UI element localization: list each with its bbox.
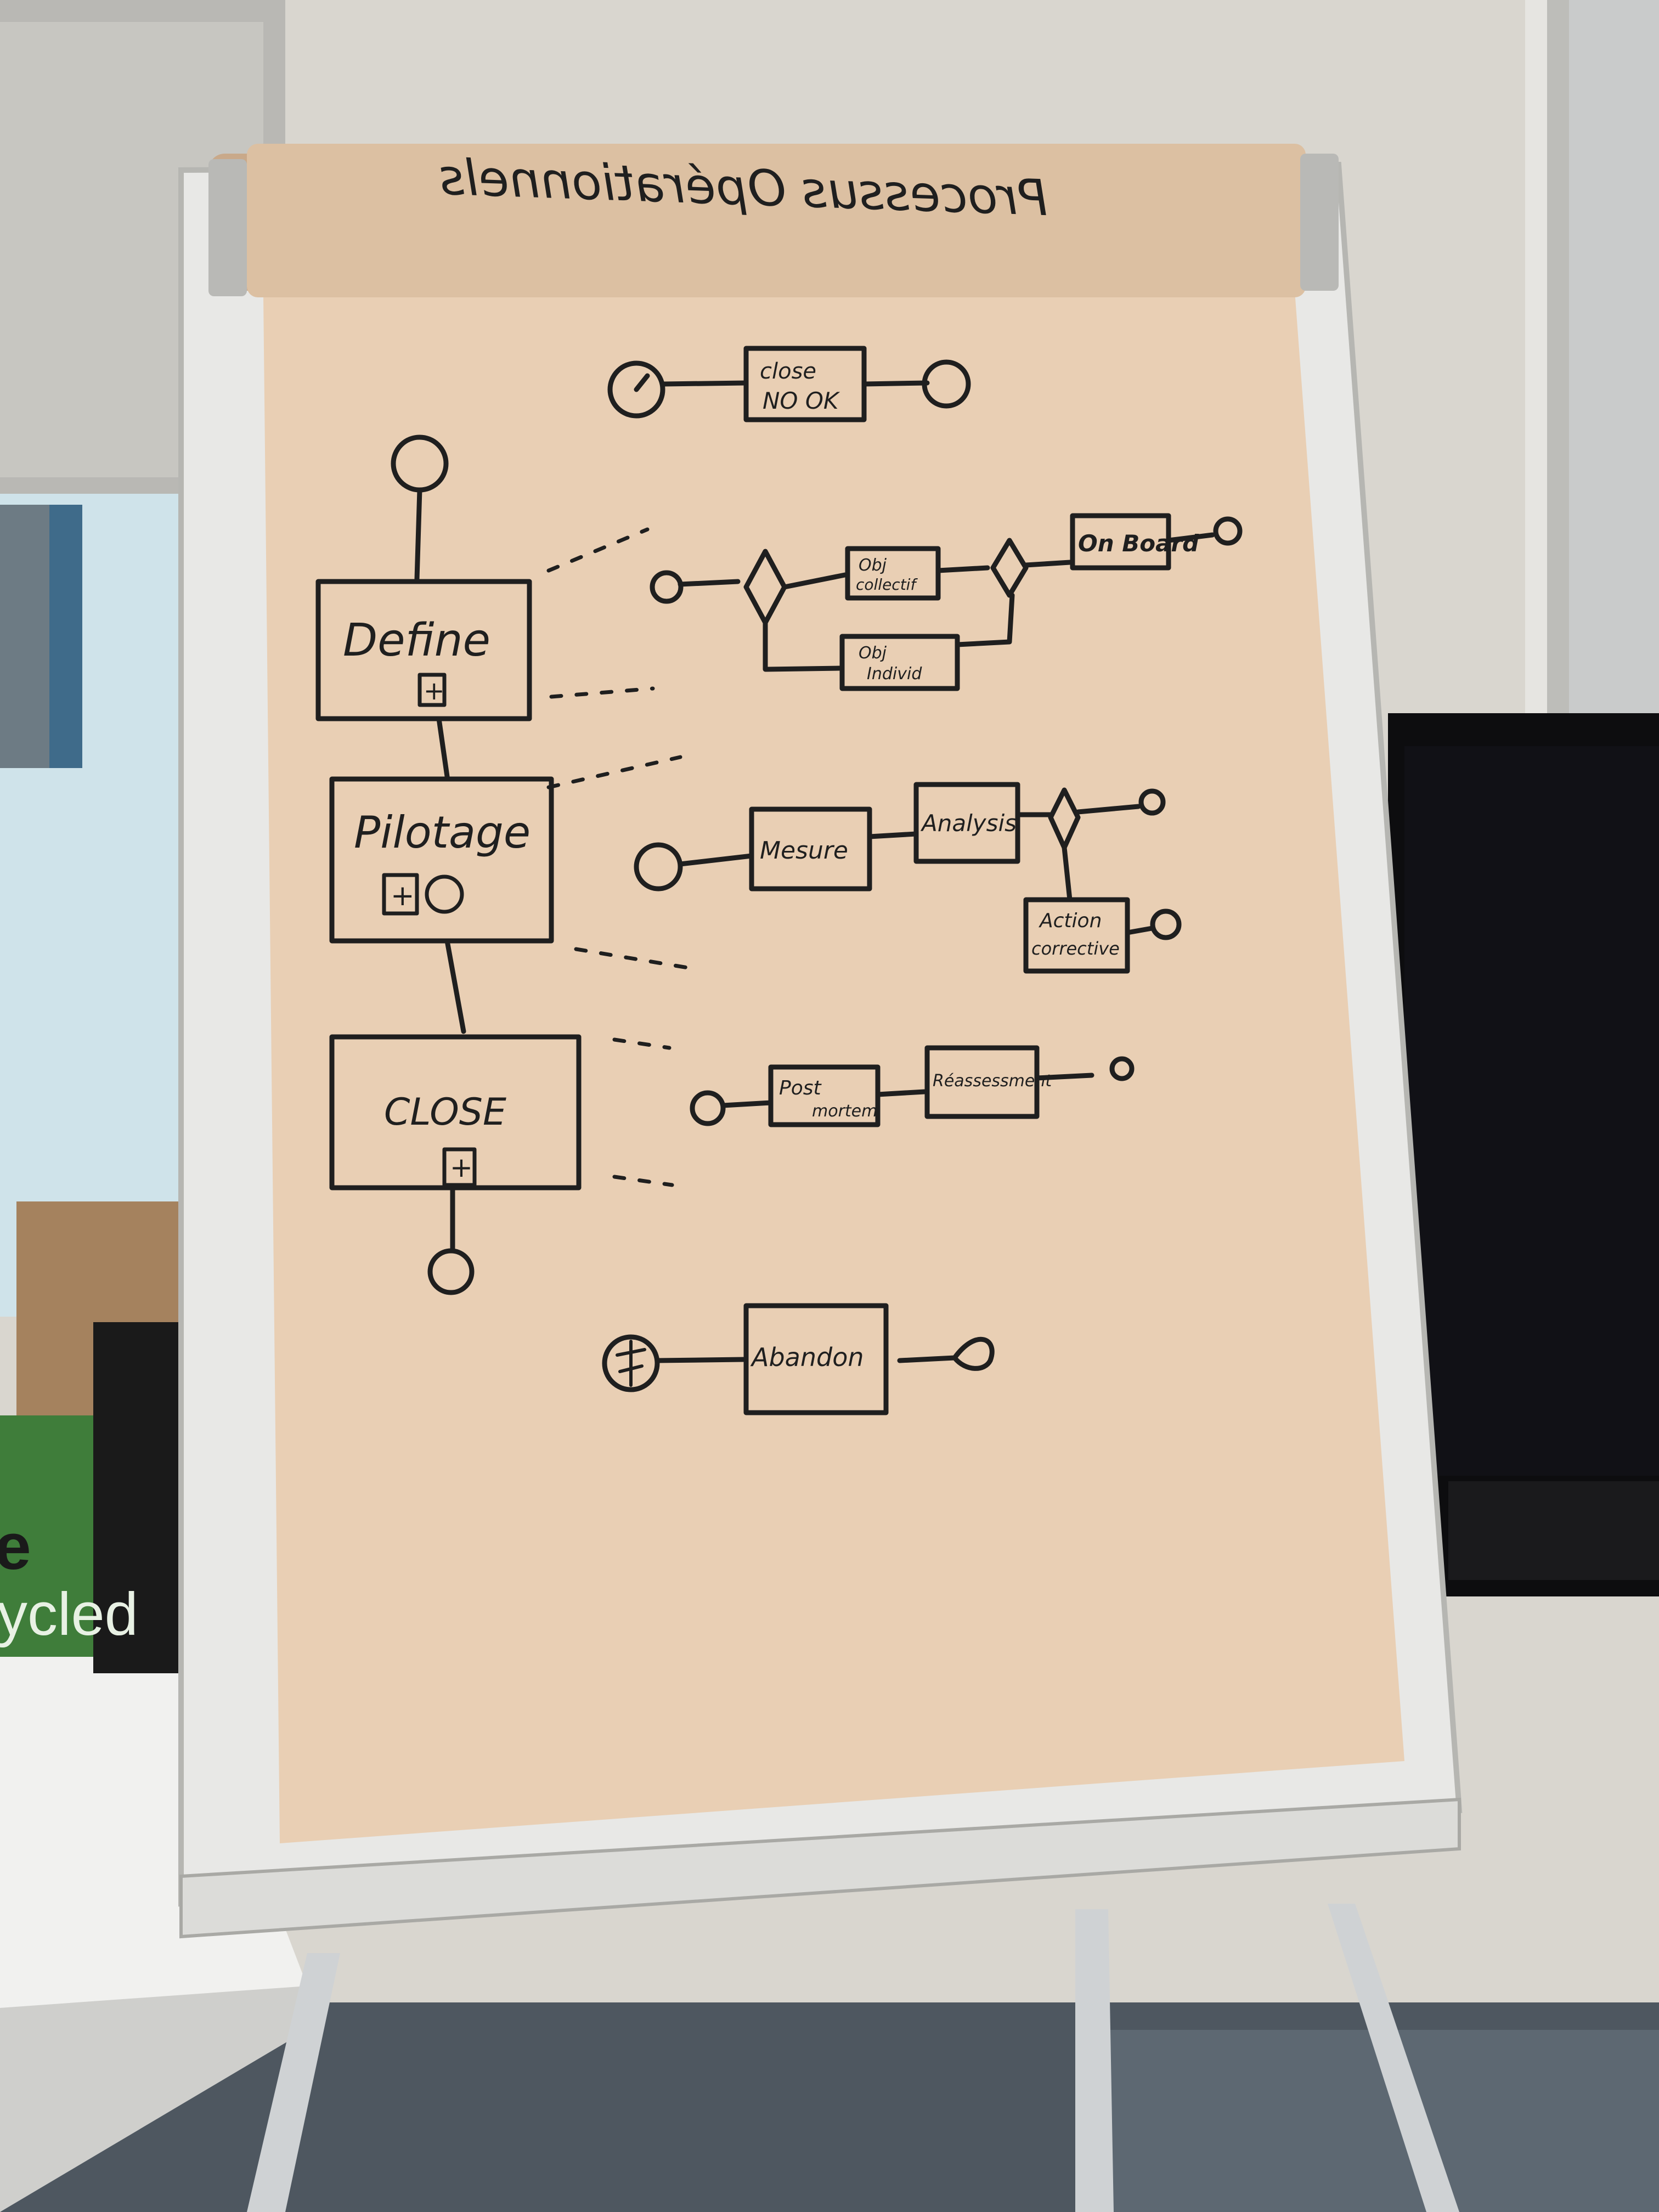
pilotage-subprocess-marker xyxy=(382,873,419,916)
node-obj-collective xyxy=(845,546,941,601)
right-window xyxy=(1525,0,1659,724)
diagram-top-flow xyxy=(607,346,971,422)
label-mesure: Mesure xyxy=(760,837,848,865)
label-analysis: Analysis xyxy=(920,810,1017,837)
label-abandon: Abandon xyxy=(750,1342,864,1372)
close-subprocess-marker xyxy=(442,1147,477,1187)
action-end-event xyxy=(1150,909,1182,940)
label-define: Define xyxy=(343,614,490,667)
pilotage-loop-marker xyxy=(425,874,464,914)
monitor xyxy=(1388,713,1659,1596)
define-start-event xyxy=(650,570,684,604)
label-post-mortem-2: mortem xyxy=(812,1102,877,1121)
label-close-no-ok-line2: NO OK xyxy=(763,387,840,414)
node-close xyxy=(329,1034,582,1190)
node-action-corrective xyxy=(1023,897,1130,974)
label-action-corrective-2: corrective xyxy=(1031,938,1120,959)
close-start-event xyxy=(690,1090,726,1126)
label-reassessment: Réassessment xyxy=(933,1071,1052,1091)
pilotage-start-event xyxy=(634,842,683,891)
label-define-marker: + xyxy=(424,676,445,706)
label-action-corrective-1: Action xyxy=(1039,910,1102,932)
label-close-no-ok-line1: close xyxy=(760,359,816,384)
desk-edge xyxy=(0,1986,307,2212)
label-close: CLOSE xyxy=(384,1091,506,1134)
node-pilotage xyxy=(329,776,554,944)
label-pilotage-marker: + xyxy=(391,879,415,912)
label-obj-individuel-1: Obj xyxy=(859,644,887,663)
box-logo-letter: e xyxy=(0,1510,31,1583)
label-on-board: On Board xyxy=(1078,530,1199,557)
easel-tray xyxy=(179,1797,1461,1939)
define-end-event xyxy=(1213,516,1243,546)
recycled-box-text: ycled xyxy=(0,1581,138,1648)
close-end-event xyxy=(1109,1056,1135,1081)
label-obj-collective-2: collectif xyxy=(856,575,918,594)
abandon-end-event xyxy=(952,1336,995,1371)
bin xyxy=(93,1322,187,1673)
node-define xyxy=(315,579,532,721)
pilotage-end-event xyxy=(1138,788,1166,816)
easel-legs xyxy=(247,1904,1459,2212)
define-subprocess-marker xyxy=(417,673,447,707)
label-post-mortem-1: Post xyxy=(779,1077,822,1099)
label-obj-individuel-2: Individ xyxy=(867,664,922,684)
diagram-close-detail xyxy=(690,1045,1135,1127)
node-mesure xyxy=(749,806,872,891)
expansion-dashes xyxy=(546,527,693,1187)
paper-roll xyxy=(208,144,1339,297)
end-event-top xyxy=(922,359,971,409)
label-obj-collective-1: Obj xyxy=(859,556,887,575)
end-event-main xyxy=(427,1248,475,1295)
node-reassessment xyxy=(924,1045,1040,1119)
diagram-main-flow xyxy=(315,435,582,1295)
node-obj-individuel xyxy=(839,634,960,691)
node-abandon xyxy=(743,1303,889,1415)
diagram-define-detail xyxy=(650,513,1243,691)
diagram-abandon xyxy=(602,1303,995,1415)
start-timer-event xyxy=(607,360,665,419)
diagram-pilotage-detail xyxy=(634,782,1182,974)
node-analysis xyxy=(913,782,1020,864)
label-pilotage: Pilotage xyxy=(354,807,531,858)
label-close-marker: + xyxy=(450,1152,473,1183)
define-gateway-join xyxy=(990,538,1029,598)
abandon-start-event xyxy=(602,1334,660,1392)
